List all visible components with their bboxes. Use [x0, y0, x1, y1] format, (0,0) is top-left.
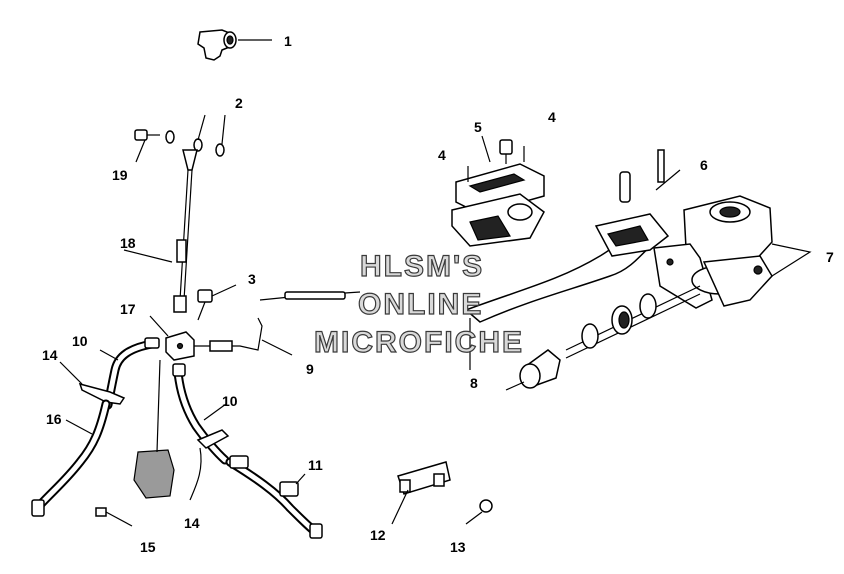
watermark-line-2: ONLINE — [358, 288, 483, 321]
callout-4a: 4 — [438, 147, 446, 163]
callout-9: 9 — [306, 361, 314, 377]
part-1-tee-fitting — [197, 29, 272, 61]
part-12-bracket — [391, 461, 451, 525]
part-11-hose — [225, 455, 323, 539]
part-13-bolt — [465, 499, 493, 525]
callout-10b: 10 — [222, 393, 238, 409]
part-7-master-cylinder — [619, 149, 812, 309]
callout-10a: 10 — [72, 333, 88, 349]
part-16-hose — [31, 399, 111, 517]
part-17-junction-block — [149, 315, 195, 361]
callout-1: 1 — [284, 33, 292, 49]
part-15-bracket-plate — [95, 359, 175, 527]
callout-8: 8 — [470, 375, 478, 391]
callout-15: 15 — [140, 539, 156, 555]
part-10-right-hose — [172, 363, 230, 501]
callout-6: 6 — [700, 157, 708, 173]
part-14-left-clip — [59, 361, 126, 405]
callout-labels: 1 2 3 4 4 5 6 7 8 9 10 10 11 12 13 14 14… — [42, 33, 834, 555]
part-piston-assembly — [505, 285, 701, 391]
callout-3: 3 — [248, 271, 256, 287]
callout-7: 7 — [826, 249, 834, 265]
callout-14a: 14 — [42, 347, 58, 363]
callout-11: 11 — [308, 457, 323, 473]
part-9-brake-line — [194, 291, 361, 356]
callout-14b: 14 — [184, 515, 200, 531]
callout-12: 12 — [370, 527, 386, 543]
part-19-banjo-bolt — [134, 114, 226, 163]
part-18-brake-line — [123, 149, 198, 313]
callout-17: 17 — [120, 301, 136, 317]
callout-16: 16 — [46, 411, 62, 427]
callout-5: 5 — [474, 119, 482, 135]
callout-2: 2 — [235, 95, 243, 111]
watermark-line-1: HLSM'S — [360, 250, 484, 283]
part-8-brake-lever — [464, 213, 670, 370]
callout-19: 19 — [112, 167, 128, 183]
part-3-fitting — [197, 284, 237, 321]
callout-18: 18 — [120, 235, 136, 251]
callout-13: 13 — [450, 539, 466, 555]
watermark-line-3: MICROFICHE — [314, 326, 524, 359]
part-5-reservoir-cover — [451, 135, 545, 247]
callout-4b: 4 — [548, 109, 556, 125]
watermark: HLSM'S ONLINE MICROFICHE — [313, 249, 524, 359]
